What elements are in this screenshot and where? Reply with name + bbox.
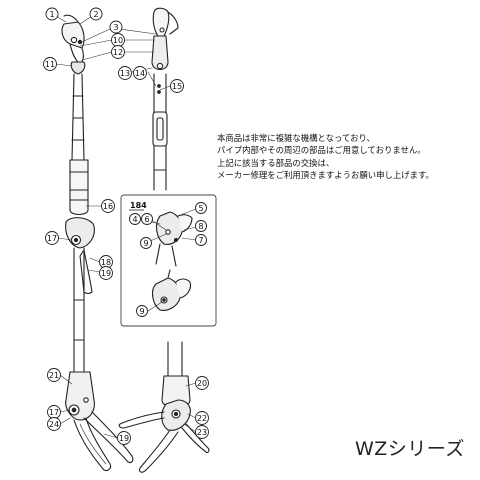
callout-19: 19 bbox=[117, 431, 131, 445]
callout-24: 24 bbox=[47, 417, 61, 431]
svg-text:1: 1 bbox=[49, 10, 54, 19]
svg-text:9: 9 bbox=[143, 239, 148, 248]
svg-text:23: 23 bbox=[197, 428, 207, 437]
callout-20: 20 bbox=[195, 376, 209, 390]
svg-text:14: 14 bbox=[135, 69, 145, 78]
callout-17: 17 bbox=[45, 231, 59, 245]
parts-note: 本商品は非常に複雑な機構となっており、 パイプ内部やその周辺の部品はご用意してお… bbox=[217, 132, 477, 182]
svg-text:20: 20 bbox=[197, 379, 207, 388]
callout-12: 12 bbox=[111, 45, 125, 59]
note-line: 本商品は非常に複雑な機構となっており、 bbox=[217, 133, 375, 143]
svg-text:17: 17 bbox=[49, 408, 59, 417]
note-line: 上記に該当する部品の交換は、 bbox=[217, 157, 335, 168]
callout-19: 19 bbox=[99, 266, 113, 280]
inset-label: 184 bbox=[130, 201, 147, 210]
callout-11: 11 bbox=[43, 57, 57, 71]
callout-1: 1 bbox=[45, 7, 59, 21]
callout-21: 21 bbox=[47, 368, 61, 382]
note-line: パイプ内部やその周辺の部品はご用意しておりません。 bbox=[217, 145, 426, 156]
callout-9: 9 bbox=[136, 305, 148, 317]
svg-text:21: 21 bbox=[49, 371, 59, 380]
series-label: WZシリーズ bbox=[355, 438, 465, 460]
callout-4: 4 bbox=[129, 213, 141, 225]
svg-text:17: 17 bbox=[47, 234, 57, 243]
callout-13: 13 bbox=[118, 66, 132, 80]
callout-5: 5 bbox=[195, 202, 207, 214]
callout-17: 17 bbox=[47, 405, 61, 419]
svg-text:5: 5 bbox=[198, 204, 203, 213]
callout-7: 7 bbox=[195, 234, 207, 246]
callout-16: 16 bbox=[101, 199, 115, 213]
callout-10: 10 bbox=[111, 33, 125, 47]
callout-15: 15 bbox=[170, 79, 184, 93]
pruner-right-top bbox=[151, 7, 179, 191]
svg-text:9: 9 bbox=[139, 307, 144, 316]
svg-text:12: 12 bbox=[113, 48, 123, 57]
svg-text:15: 15 bbox=[172, 82, 182, 91]
svg-text:19: 19 bbox=[101, 269, 111, 278]
svg-text:11: 11 bbox=[45, 60, 55, 69]
svg-text:8: 8 bbox=[198, 222, 203, 231]
callout-14: 14 bbox=[133, 66, 147, 80]
callout-9: 9 bbox=[140, 237, 152, 249]
callouts: 1 2 3 10 12 11 13 14 15 16 17 18 19 184 … bbox=[43, 7, 209, 445]
note-line: メーカー修理をご利用頂きますようお願い申し上げます。 bbox=[217, 170, 434, 181]
svg-text:7: 7 bbox=[198, 236, 203, 245]
svg-text:6: 6 bbox=[144, 215, 149, 224]
callout-6: 6 bbox=[141, 213, 153, 225]
callout-3: 3 bbox=[109, 20, 123, 34]
pruner-right-bottom bbox=[118, 341, 210, 473]
callout-23: 23 bbox=[195, 425, 209, 439]
pruner-left bbox=[61, 14, 134, 472]
callout-22: 22 bbox=[195, 411, 209, 425]
callout-8: 8 bbox=[195, 220, 207, 232]
svg-text:13: 13 bbox=[120, 69, 130, 78]
callout-2: 2 bbox=[89, 7, 103, 21]
svg-text:16: 16 bbox=[103, 202, 113, 211]
svg-text:18: 18 bbox=[101, 258, 111, 267]
svg-text:19: 19 bbox=[119, 434, 129, 443]
svg-text:2: 2 bbox=[93, 10, 98, 19]
svg-text:24: 24 bbox=[49, 420, 59, 429]
svg-text:10: 10 bbox=[113, 36, 123, 45]
svg-text:22: 22 bbox=[197, 414, 207, 423]
svg-text:3: 3 bbox=[113, 23, 118, 32]
svg-text:4: 4 bbox=[132, 215, 137, 224]
